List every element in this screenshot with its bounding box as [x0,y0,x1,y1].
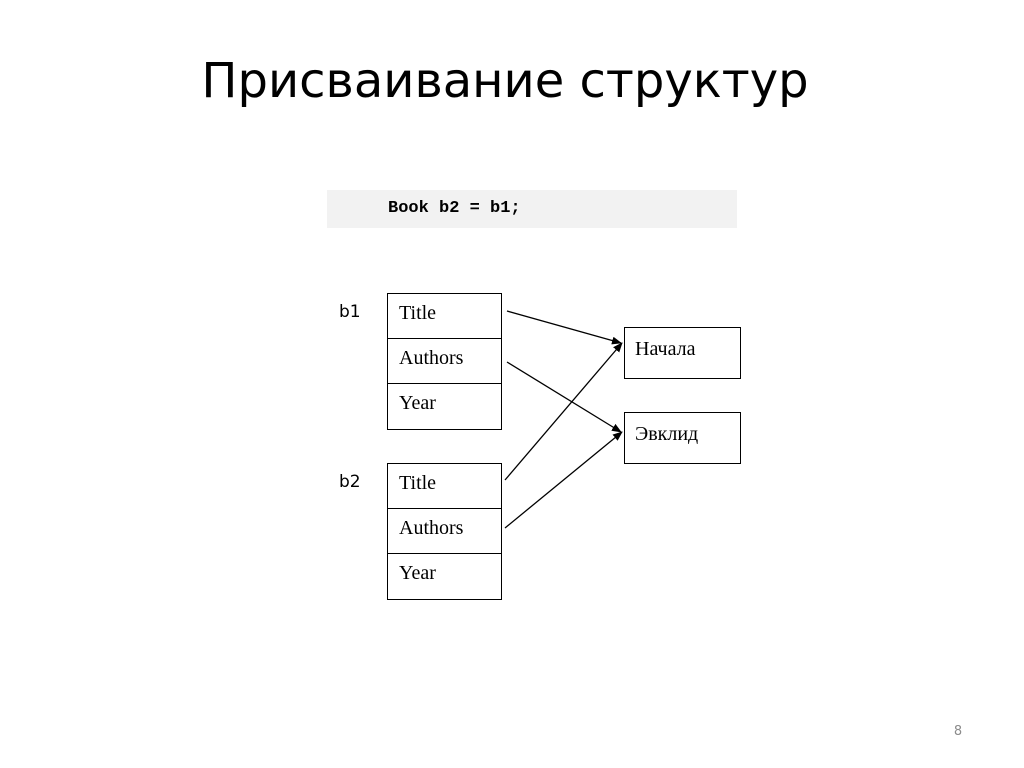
b1-field-title: Title [388,294,501,339]
arrow-b1-authors-to-value [506,361,622,433]
b2-field-year: Year [399,562,436,584]
struct-b1: Title Authors Year [387,293,502,430]
arrow-b2-authors-to-value [504,431,623,529]
b2-label: b2 [339,472,361,492]
arrow-b2-title-to-value [504,342,623,481]
b1-field-year: Year [399,392,436,414]
value-box-title: Начала [624,327,741,379]
b1-field-authors: Authors [388,339,501,384]
struct-b2: Title Authors Year [387,463,502,600]
page-number: 8 [953,724,963,739]
b1-label: b1 [339,302,361,322]
slide-title: Присваивание структур [201,53,809,109]
arrow-b1-title-to-value [506,310,622,345]
code-snippet: Book b2 = b1; [327,190,737,228]
b2-field-authors: Authors [388,509,501,554]
b2-field-title: Title [388,464,501,509]
value-box-authors: Эвклид [624,412,741,464]
